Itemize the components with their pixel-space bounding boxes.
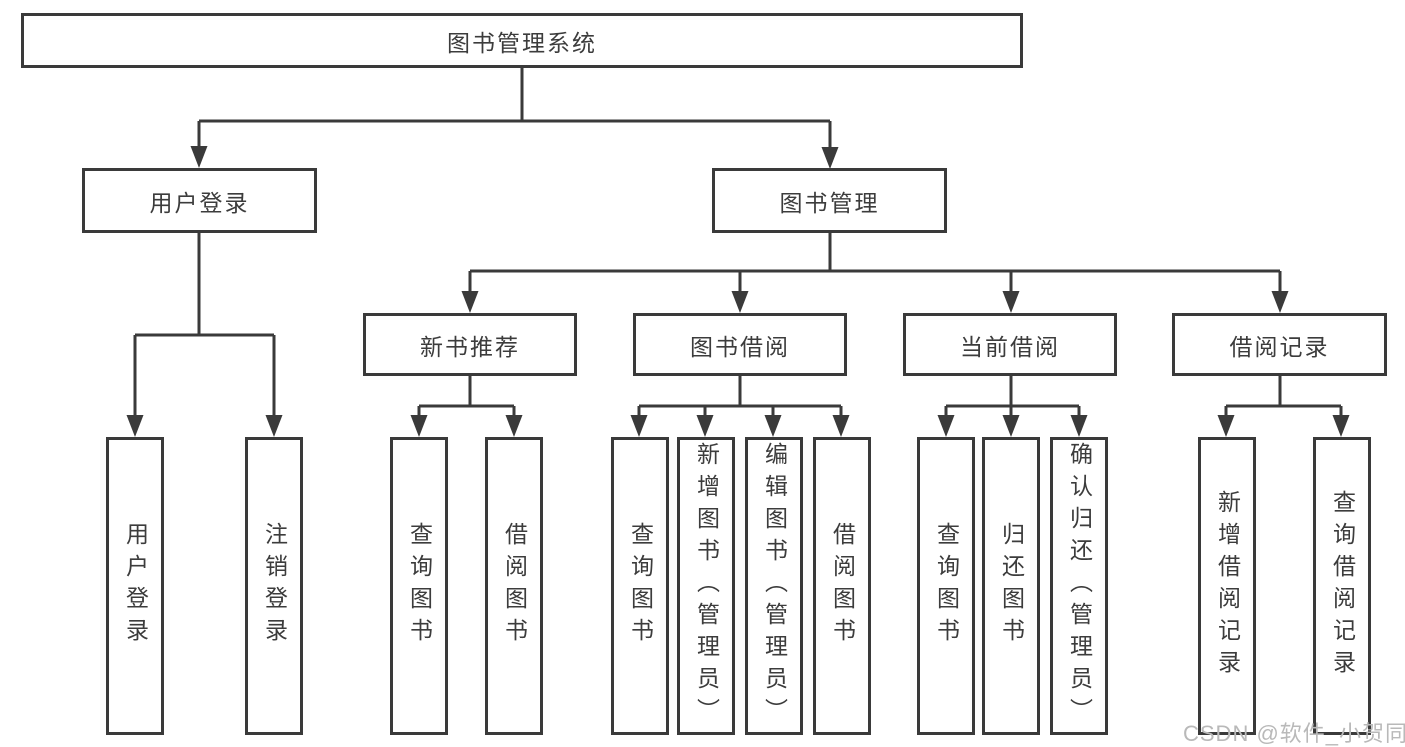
leaf-edit-books-admin: 编辑图书（管理员）	[745, 437, 803, 735]
arrowheads	[126, 146, 1350, 437]
node-current-borrowing: 当前借阅	[903, 313, 1117, 376]
leaf-user-login: 用户登录	[106, 437, 164, 735]
leaf-user-login-label: 用户登录	[122, 522, 149, 650]
node-user-login: 用户登录	[82, 168, 317, 233]
leaf-borrowing-query-books-label: 查询图书	[627, 522, 654, 650]
leaf-return-books-label: 归还图书	[998, 522, 1025, 650]
node-new-book-recommend-label: 新书推荐	[420, 333, 520, 360]
node-library-system-label: 图书管理系统	[447, 29, 597, 56]
leaf-recommend-query-books: 查询图书	[390, 437, 448, 735]
node-book-management: 图书管理	[712, 168, 947, 233]
leaf-recommend-borrow-books-label: 借阅图书	[501, 522, 528, 650]
leaf-return-books: 归还图书	[982, 437, 1040, 735]
leaf-logout: 注销登录	[245, 437, 303, 735]
leaf-confirm-return-admin-label: 确认归还（管理员）	[1066, 442, 1093, 730]
leaf-borrowing-query-books: 查询图书	[611, 437, 669, 735]
leaf-query-borrow-record-label: 查询借阅记录	[1329, 490, 1356, 682]
leaf-borrowing-borrow-books-label: 借阅图书	[829, 522, 856, 650]
node-current-borrowing-label: 当前借阅	[960, 333, 1060, 360]
leaf-current-query-books-label: 查询图书	[933, 522, 960, 650]
node-book-borrowing: 图书借阅	[633, 313, 847, 376]
leaf-add-borrow-record-label: 新增借阅记录	[1214, 490, 1241, 682]
node-new-book-recommend: 新书推荐	[363, 313, 577, 376]
watermark: CSDN @软件_小贺同学	[1183, 721, 1405, 746]
leaf-logout-label: 注销登录	[261, 522, 288, 650]
node-user-login-label: 用户登录	[149, 189, 250, 216]
node-borrowing-records-label: 借阅记录	[1229, 333, 1330, 360]
leaf-confirm-return-admin: 确认归还（管理员）	[1050, 437, 1108, 735]
leaf-add-books-admin-label: 新增图书（管理员）	[693, 442, 720, 730]
leaf-edit-books-admin-label: 编辑图书（管理员）	[761, 442, 788, 730]
leaf-add-books-admin: 新增图书（管理员）	[677, 437, 735, 735]
leaf-recommend-query-books-label: 查询图书	[406, 522, 433, 650]
node-borrowing-records: 借阅记录	[1172, 313, 1387, 376]
node-book-management-label: 图书管理	[779, 189, 880, 216]
node-book-borrowing-label: 图书借阅	[690, 333, 790, 360]
leaf-borrowing-borrow-books: 借阅图书	[813, 437, 871, 735]
leaf-current-query-books: 查询图书	[917, 437, 975, 735]
leaf-add-borrow-record: 新增借阅记录	[1198, 437, 1256, 735]
leaf-recommend-borrow-books: 借阅图书	[485, 437, 543, 735]
leaf-query-borrow-record: 查询借阅记录	[1313, 437, 1371, 735]
node-library-system: 图书管理系统	[21, 13, 1023, 68]
